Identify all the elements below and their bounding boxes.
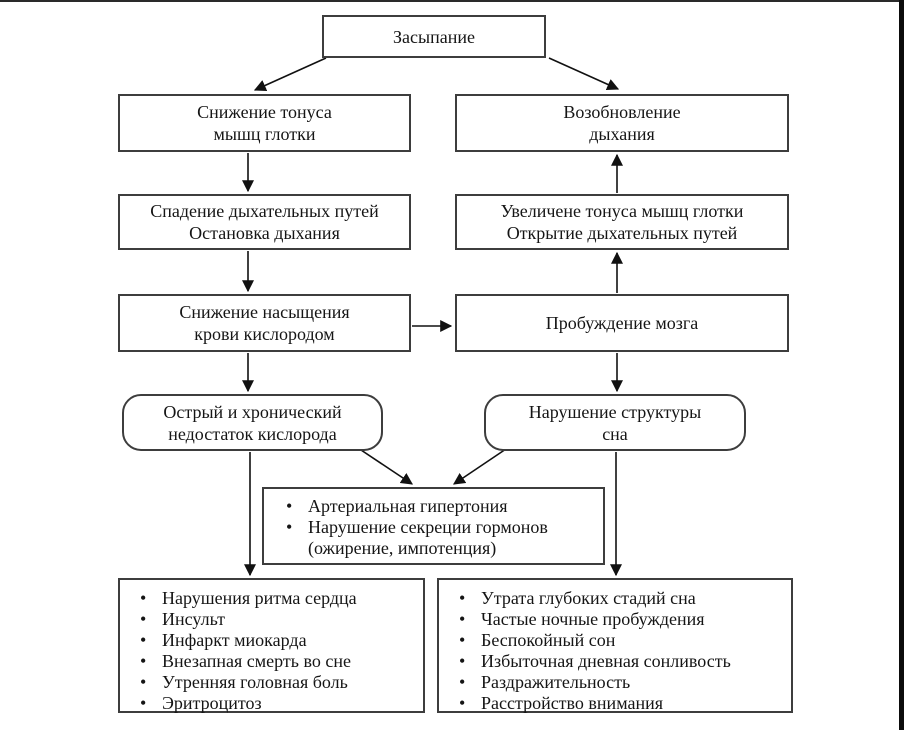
list-item-text: Нарушения ритма сердца [162, 588, 357, 608]
bullet-icon: • [140, 609, 147, 629]
list-item-text: Избыточная дневная сонливость [481, 651, 731, 671]
bullet-list: • Нарушения ритма сердца • Инсульт • Инф… [140, 588, 419, 714]
arrow-falling-asleep-to-decreased-tone [253, 57, 327, 92]
bullet-list: • Утрата глубоких стадий сна • Частые но… [459, 588, 787, 714]
node-resumed-breathing: Возобновление дыхания [455, 94, 789, 152]
bullet-icon: • [459, 609, 466, 629]
bullet-icon: • [286, 496, 293, 516]
list-item-text: Инфаркт миокарда [162, 630, 307, 650]
bullet-icon: • [140, 672, 147, 692]
list-item-text: Утренняя головная боль [162, 672, 348, 692]
node-label-line1: Увеличене тонуса мышц глотки [500, 201, 744, 221]
node-label-line2: сна [602, 423, 628, 444]
bullet-icon: • [459, 651, 466, 671]
node-label-line2: Остановка дыхания [189, 223, 340, 243]
list-item: • Утрата глубоких стадий сна [459, 588, 787, 609]
node-brain-arousal: Пробуждение мозга [455, 294, 789, 352]
node-systemic-effects: • Артериальная гипертония • Нарушение се… [262, 487, 605, 565]
node-oxygen-deficiency: Острый и хронический недостаток кислород… [122, 394, 383, 451]
bullet-icon: • [459, 630, 466, 650]
node-label-line2: крови кислородом [194, 324, 335, 344]
list-item-text: Внезапная смерть во сне [162, 651, 351, 671]
node-label-line1: Острый и хронический [163, 401, 342, 422]
scan-edge-right [899, 0, 904, 730]
bullet-icon: • [459, 588, 466, 608]
scan-edge-top [0, 0, 904, 2]
arrow-falling-asleep-to-resumed-breathing [548, 57, 620, 91]
node-label-line2: Открытие дыхательных путей [506, 223, 738, 243]
node-label-line1: Снижение насыщения [179, 302, 350, 322]
list-item-text: Эритроцитоз [162, 693, 262, 713]
node-label-line2: мышц глотки [213, 124, 316, 144]
node-falling-asleep: Засыпание [322, 15, 546, 58]
node-label-line1: Спадение дыхательных путей [150, 201, 379, 221]
list-item: • Расстройство внимания [459, 693, 787, 714]
list-item-continuation: (ожирение, импотенция) [286, 538, 597, 559]
node-sleep-disruption: Нарушение структуры сна [484, 394, 746, 451]
list-item: • Нарушение секреции гормонов [286, 517, 597, 538]
bullet-list: • Артериальная гипертония • Нарушение се… [286, 496, 597, 559]
node-increased-tone: Увеличене тонуса мышц глотки Открытие ды… [455, 194, 789, 250]
list-item-text: Нарушение секреции гормонов [308, 517, 548, 537]
list-item-text: Частые ночные пробуждения [481, 609, 705, 629]
list-item: • Утренняя головная боль [140, 672, 419, 693]
bullet-icon: • [459, 693, 466, 713]
node-sleep-effects: • Утрата глубоких стадий сна • Частые но… [437, 578, 793, 713]
list-item: • Частые ночные пробуждения [459, 609, 787, 630]
list-item: • Избыточная дневная сонливость [459, 651, 787, 672]
node-label-line1: Снижение тонуса [197, 102, 332, 122]
node-cardio-effects: • Нарушения ритма сердца • Инсульт • Инф… [118, 578, 425, 713]
node-oxygen-drop: Снижение насыщения крови кислородом [118, 294, 411, 352]
node-decreased-tone: Снижение тонуса мышц глотки [118, 94, 411, 152]
bullet-icon: • [140, 651, 147, 671]
bullet-icon: • [459, 672, 466, 692]
node-label: Пробуждение мозга [545, 313, 699, 333]
list-item: • Раздражительность [459, 672, 787, 693]
node-label-line1: Нарушение структуры [528, 401, 702, 422]
list-item-text: Беспокойный сон [481, 630, 616, 650]
node-label: Засыпание [393, 26, 475, 47]
list-item-text: Инсульт [162, 609, 225, 629]
list-item: • Внезапная смерть во сне [140, 651, 419, 672]
node-label-line2: недостаток кислорода [168, 423, 337, 444]
list-item-text: Артериальная гипертония [308, 496, 508, 516]
list-item: • Инфаркт миокарда [140, 630, 419, 651]
list-item-text: Расстройство внимания [481, 693, 663, 713]
arrow-oxygen-deficiency-to-systemic-effects [357, 447, 413, 485]
bullet-icon: • [140, 630, 147, 650]
list-item: • Беспокойный сон [459, 630, 787, 651]
node-label-line1: Возобновление [563, 102, 681, 122]
node-label-line2: дыхания [589, 124, 655, 144]
list-item: • Нарушения ритма сердца [140, 588, 419, 609]
arrow-sleep-disruption-to-systemic-effects [453, 448, 507, 485]
bullet-icon: • [140, 588, 147, 608]
bullet-icon: • [140, 693, 147, 713]
list-item: • Артериальная гипертония [286, 496, 597, 517]
list-item-text: Утрата глубоких стадий сна [481, 588, 696, 608]
node-airway-collapse: Спадение дыхательных путей Остановка дых… [118, 194, 411, 250]
list-item: • Эритроцитоз [140, 693, 419, 714]
bullet-icon: • [286, 517, 293, 537]
list-item-text: (ожирение, импотенция) [308, 538, 497, 558]
list-item-text: Раздражительность [481, 672, 631, 692]
list-item: • Инсульт [140, 609, 419, 630]
